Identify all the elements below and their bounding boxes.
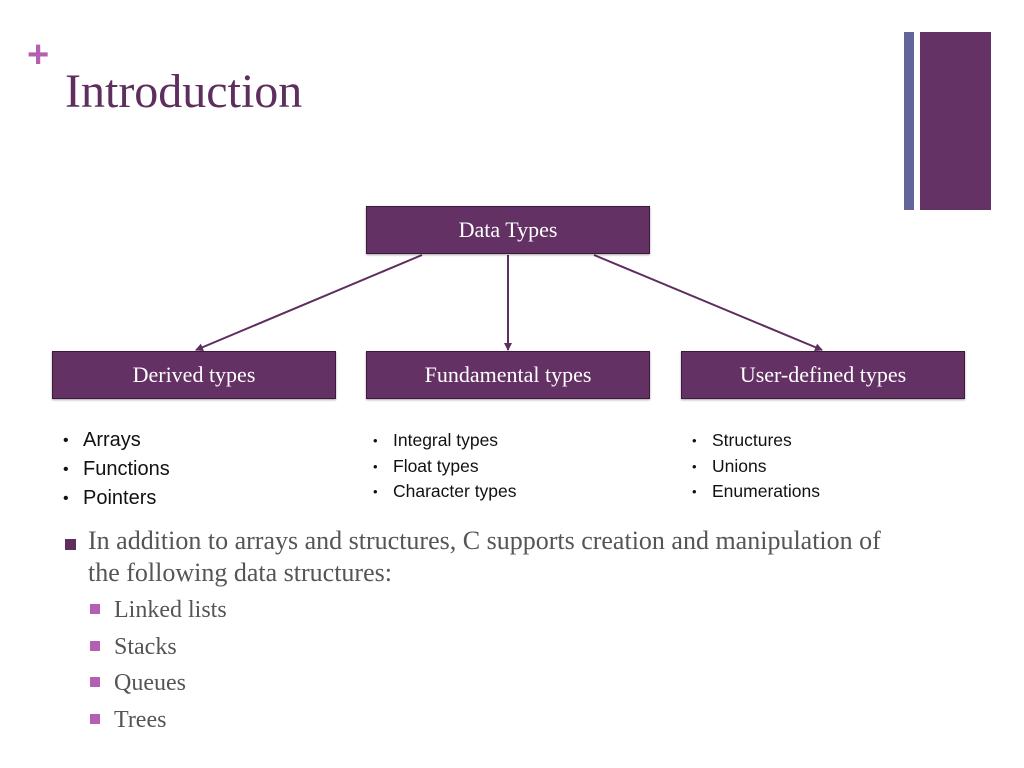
bullet-dot-icon: •: [63, 432, 69, 449]
bullet-dot-icon: •: [373, 433, 378, 448]
square-bullet-icon: [90, 677, 100, 687]
connector-arrow-derived: [195, 254, 423, 351]
decorative-bar-thick: [920, 32, 991, 210]
list-item: •Unions: [690, 454, 820, 480]
square-bullet-icon: [90, 604, 100, 614]
square-bullet-icon: [65, 539, 76, 550]
list-item: Queues: [88, 665, 227, 702]
node-fundamental-types: Fundamental types: [366, 351, 650, 399]
data-structures-list: Linked lists Stacks Queues Trees: [88, 592, 227, 738]
node-user-defined-types: User-defined types: [681, 351, 965, 399]
bullet-dot-icon: •: [692, 433, 697, 448]
node-data-types: Data Types: [366, 206, 650, 254]
list-item: •Float types: [371, 454, 517, 480]
bullet-dot-icon: •: [63, 490, 69, 507]
list-item: •Character types: [371, 479, 517, 505]
bullet-dot-icon: •: [692, 484, 697, 499]
connector-arrow-user-defined: [593, 254, 823, 351]
bullet-dot-icon: •: [63, 461, 69, 478]
bullet-dot-icon: •: [373, 484, 378, 499]
square-bullet-icon: [90, 713, 100, 724]
fundamental-types-list: •Integral types •Float types •Character …: [371, 428, 517, 505]
derived-types-list: •Arrays •Functions •Pointers: [61, 426, 170, 513]
square-bullet-icon: [90, 640, 100, 651]
list-item: •Arrays: [61, 426, 170, 455]
list-item: Linked lists: [88, 592, 227, 629]
plus-icon: +: [27, 34, 50, 76]
list-item: •Structures: [690, 428, 820, 454]
list-item: Stacks: [88, 629, 227, 666]
bullet-dot-icon: •: [692, 458, 697, 474]
main-bullet: In addition to arrays and structures, C …: [64, 525, 964, 589]
main-bullet-text: In addition to arrays and structures, C …: [88, 526, 881, 587]
list-item: •Functions: [61, 455, 170, 484]
list-item: •Enumerations: [690, 479, 820, 505]
list-item: •Integral types: [371, 428, 517, 454]
node-derived-types: Derived types: [52, 351, 336, 399]
bullet-dot-icon: •: [373, 458, 378, 474]
list-item: Trees: [88, 702, 227, 739]
decorative-bar-thin: [904, 32, 914, 210]
slide-title: Introduction: [65, 65, 303, 118]
list-item: •Pointers: [61, 484, 170, 513]
user-defined-types-list: •Structures •Unions •Enumerations: [690, 428, 820, 505]
